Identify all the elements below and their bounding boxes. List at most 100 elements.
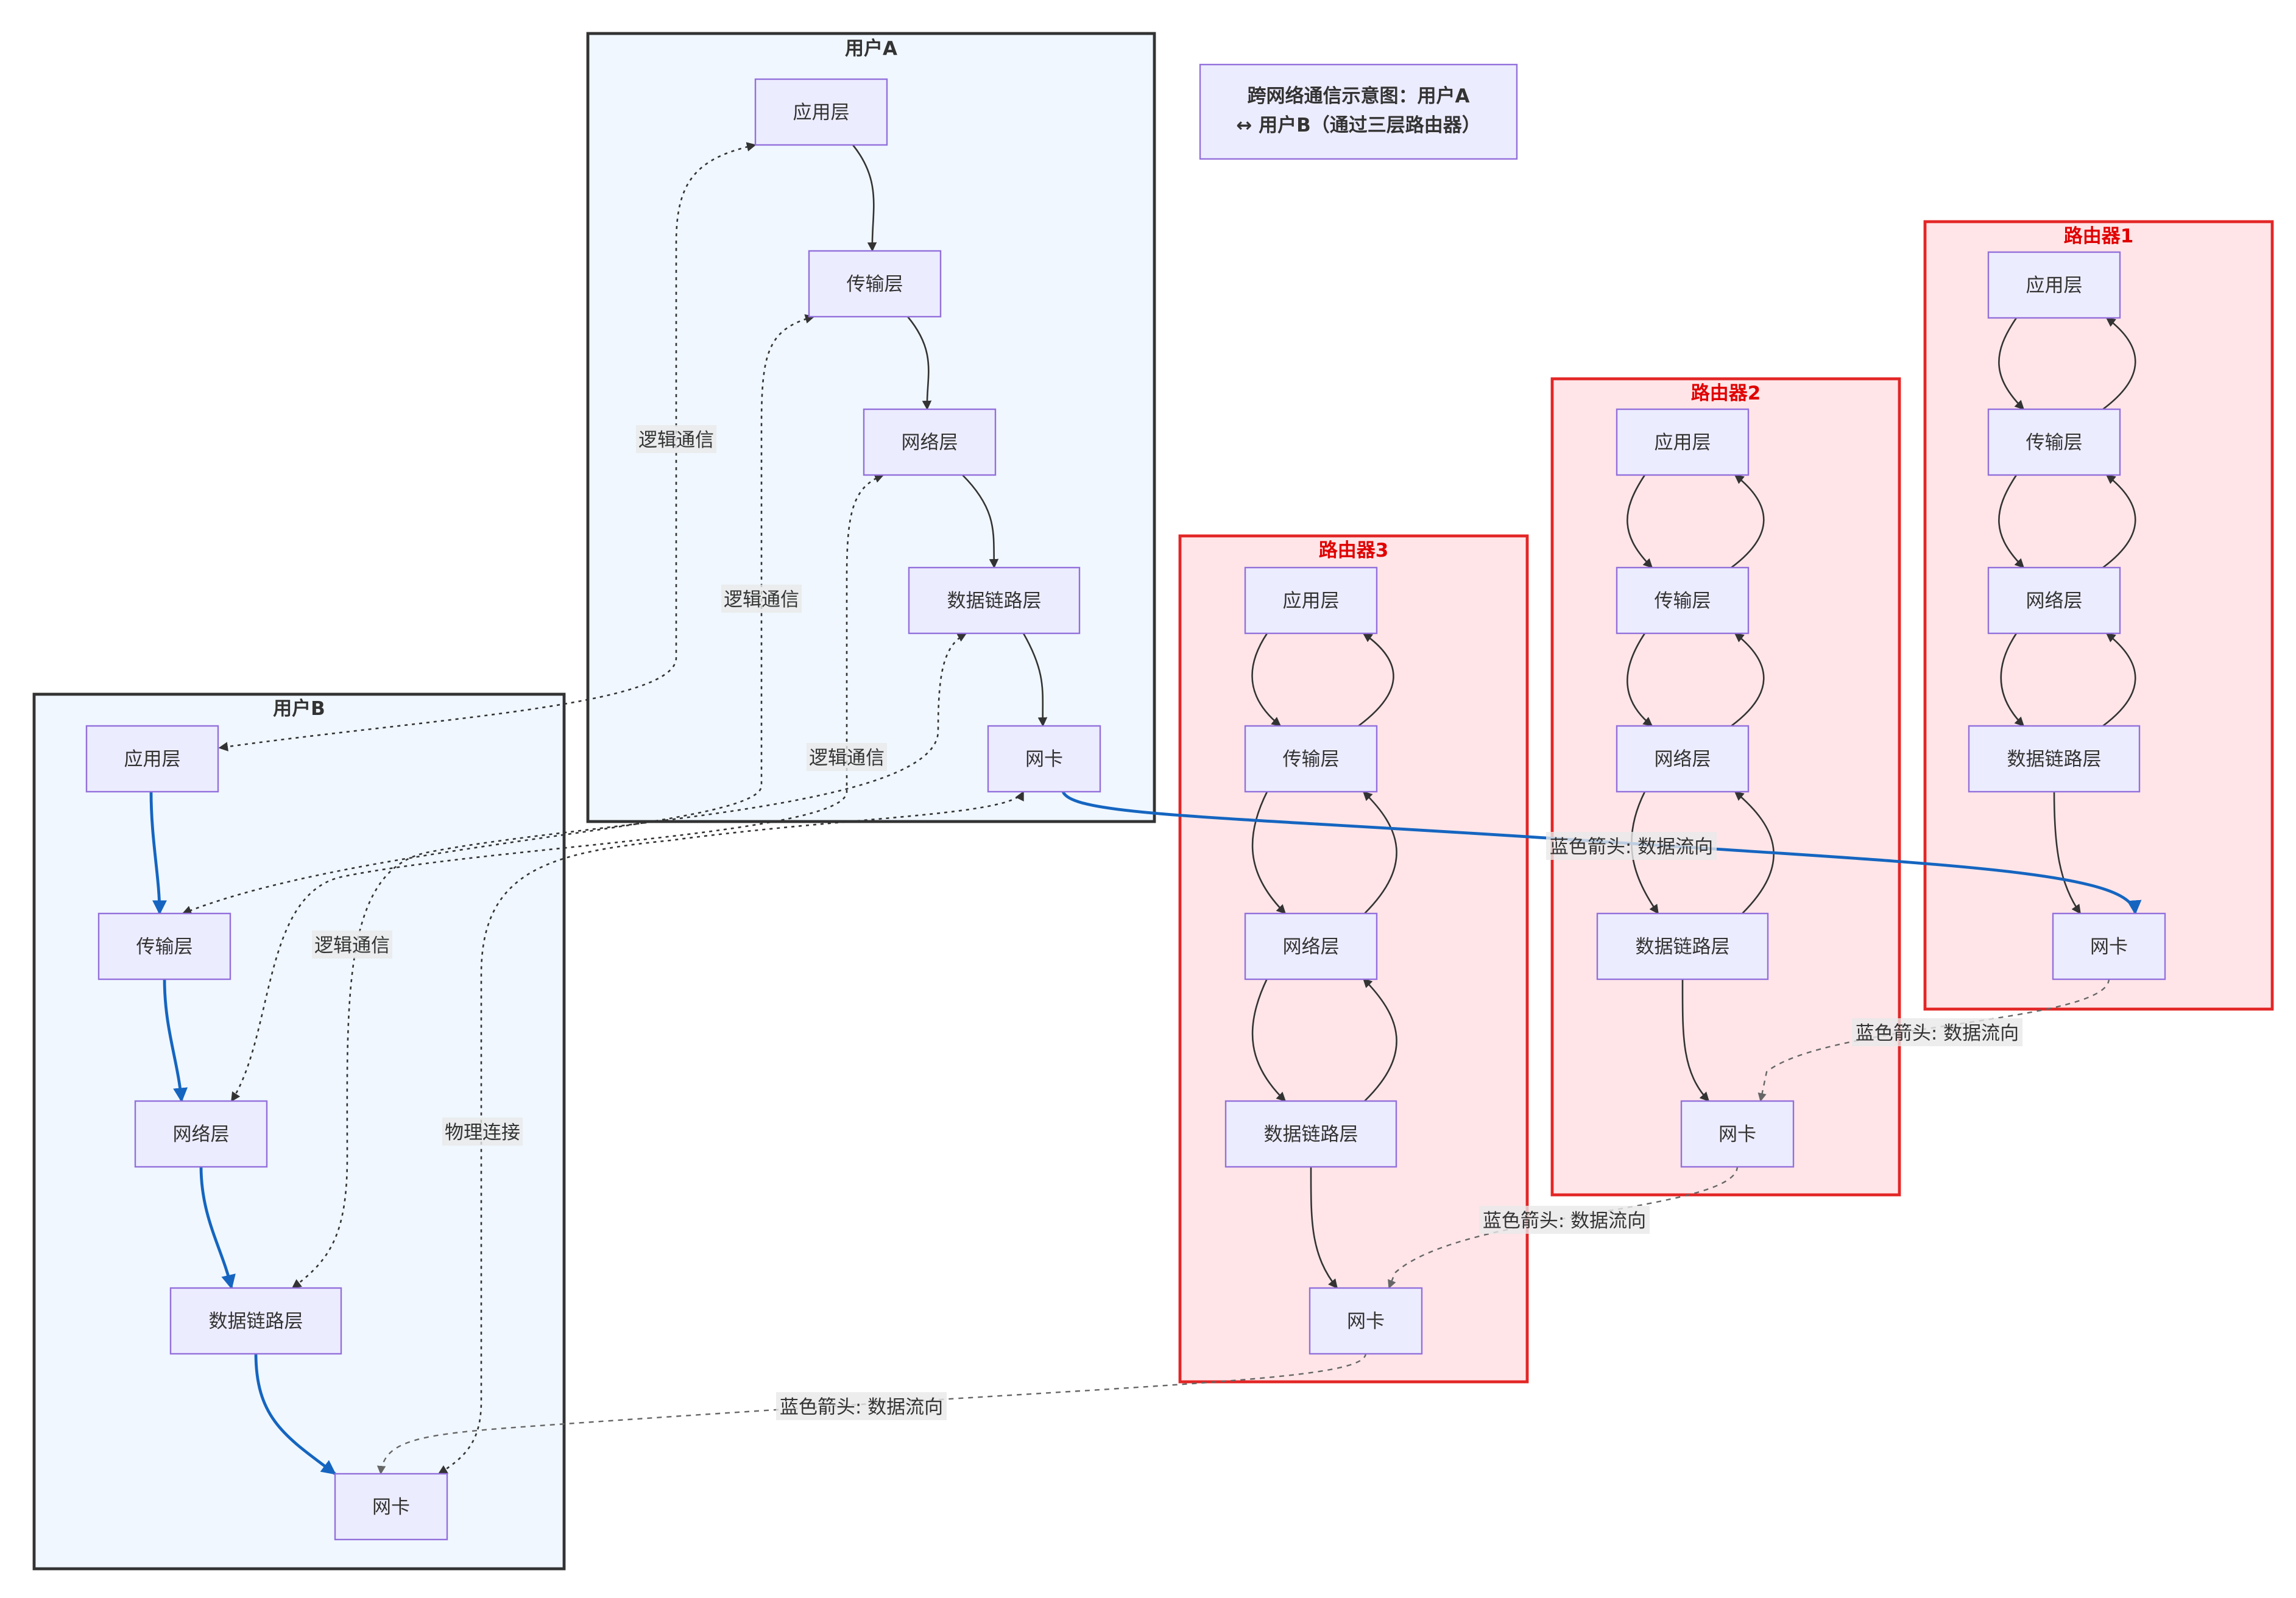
edge-r1-app-transport: [1998, 317, 2025, 410]
edge-a-datalink-nic: [1022, 633, 1048, 727]
node-r3-transport-label: 传输层: [1283, 748, 1340, 770]
edge-r3-nic-to-b-nic: [376, 1353, 1367, 1475]
edge-logical-app: [218, 142, 757, 751]
node-r1-transport-label: 传输层: [2026, 432, 2083, 454]
edges-user-b: [149, 791, 336, 1475]
node-b-app-label: 应用层: [124, 748, 181, 770]
node-a-transport: 传输层: [808, 250, 942, 318]
node-r2-app: 应用层: [1616, 408, 1750, 476]
node-r1-nic: 网卡: [2052, 912, 2166, 980]
node-r2-transport-label: 传输层: [1655, 590, 1711, 612]
node-r1-network: 网络层: [1987, 566, 2121, 635]
node-r1-datalink: 数据链路层: [1968, 725, 2141, 793]
cluster-title-router-3: 路由器3: [1319, 540, 1389, 561]
svg-text:逻辑通信: 逻辑通信: [638, 429, 714, 451]
edge-r3-transport-network: [1251, 791, 1287, 915]
edge-a-app-transport: [852, 144, 877, 252]
edge-r1-datalink-network: [2102, 632, 2136, 727]
cluster-title-router-2: 路由器2: [1691, 382, 1761, 404]
edge-r3-app-transport: [1251, 633, 1282, 727]
node-r3-network: 网络层: [1244, 912, 1378, 980]
node-b-network: 网络层: [134, 1100, 268, 1168]
edge-r2-datalink-network: [1734, 791, 1775, 914]
svg-text:物理连接: 物理连接: [445, 1122, 520, 1144]
node-b-network-label: 网络层: [173, 1124, 230, 1146]
node-r3-datalink-label: 数据链路层: [1264, 1124, 1358, 1146]
node-r2-datalink: 数据链路层: [1596, 912, 1769, 980]
edges-user-a: [852, 144, 1048, 727]
label-blue-flow-r1-r2: 蓝色箭头: 数据流向: [1852, 1018, 2022, 1046]
node-r3-app: 应用层: [1244, 566, 1378, 635]
node-a-network: 网络层: [863, 408, 997, 476]
node-r1-datalink-label: 数据链路层: [2007, 748, 2102, 770]
label-logical-transport: 逻辑通信: [721, 585, 802, 613]
node-a-transport-label: 传输层: [847, 273, 903, 295]
node-a-nic-label: 网卡: [1025, 748, 1063, 770]
note-line-1: 跨网络通信示意图：用户A: [1248, 85, 1470, 107]
svg-text:蓝色箭头: 数据流向: 蓝色箭头: 数据流向: [780, 1396, 943, 1418]
label-logical-app: 逻辑通信: [636, 425, 716, 453]
edge-r2-app-transport: [1627, 474, 1653, 569]
edge-r1-transport-network: [1998, 474, 2025, 569]
node-r2-nic-label: 网卡: [1718, 1124, 1756, 1146]
label-blue-flow-r2-r3: 蓝色箭头: 数据流向: [1479, 1206, 1650, 1234]
label-blue-flow-a-r1: 蓝色箭头: 数据流向: [1546, 832, 1717, 860]
svg-text:逻辑通信: 逻辑通信: [314, 935, 390, 957]
note-line-2: ↔ 用户B（通过三层路由器）: [1236, 114, 1480, 136]
edge-r3-network-transport: [1362, 790, 1397, 914]
svg-text:蓝色箭头: 数据流向: 蓝色箭头: 数据流向: [1483, 1210, 1646, 1232]
edge-r3-transport-app: [1358, 632, 1394, 727]
edge-r1-transport-app: [2102, 317, 2136, 410]
node-r3-network-label: 网络层: [1283, 936, 1340, 958]
node-a-datalink: 数据链路层: [908, 566, 1081, 635]
node-a-app-label: 应用层: [793, 102, 850, 124]
edge-a-transport-network: [907, 316, 932, 410]
label-blue-flow-r3-b: 蓝色箭头: 数据流向: [776, 1392, 947, 1420]
node-r2-nic: 网卡: [1680, 1100, 1795, 1168]
edge-r1-network-transport: [2102, 474, 2136, 569]
edge-b-transport-network: [163, 978, 188, 1103]
node-r3-nic-label: 网卡: [1347, 1311, 1385, 1332]
edge-b-app-transport: [149, 791, 167, 915]
edge-r3-network-datalink: [1251, 978, 1287, 1102]
edge-r2-transport-app: [1731, 474, 1765, 569]
node-a-app: 应用层: [754, 78, 888, 146]
label-logical-network: 逻辑通信: [807, 743, 887, 771]
edge-r2-datalink-nic: [1681, 978, 1710, 1102]
edges-router-1: [1998, 317, 2136, 915]
edge-a-network-datalink: [962, 474, 999, 569]
edge-r1-datalink-nic: [2053, 791, 2082, 915]
edge-b-network-datalink: [199, 1166, 236, 1290]
cluster-title-user-b: 用户B: [273, 698, 325, 720]
edges-logical: [182, 142, 1025, 1475]
node-r2-transport: 传输层: [1616, 566, 1750, 635]
node-r1-transport: 传输层: [1987, 408, 2121, 476]
edge-r3-datalink-network: [1362, 977, 1397, 1102]
diagram-note: 跨网络通信示意图：用户A ↔ 用户B（通过三层路由器）: [1199, 63, 1518, 160]
node-a-network-label: 网络层: [902, 432, 958, 454]
node-b-nic: 网卡: [334, 1473, 448, 1541]
node-r2-datalink-label: 数据链路层: [1636, 936, 1730, 958]
cluster-title-router-1: 路由器1: [2064, 225, 2134, 247]
svg-text:逻辑通信: 逻辑通信: [809, 747, 885, 769]
node-r2-network-label: 网络层: [1655, 748, 1711, 770]
node-r3-nic: 网卡: [1309, 1287, 1423, 1355]
edge-physical: [437, 790, 1025, 1475]
node-b-transport: 传输层: [97, 912, 231, 980]
node-a-datalink-label: 数据链路层: [947, 590, 1042, 612]
node-b-datalink: 数据链路层: [169, 1287, 342, 1355]
edges-router-3: [1251, 632, 1397, 1289]
node-b-app: 应用层: [85, 725, 219, 793]
node-r3-datalink: 数据链路层: [1224, 1100, 1397, 1168]
node-b-transport-label: 传输层: [136, 936, 193, 958]
edge-r2-transport-network: [1627, 633, 1653, 727]
label-logical-datalink: 逻辑通信: [312, 931, 392, 959]
edge-b-datalink-nic: [254, 1353, 336, 1475]
svg-text:蓝色箭头: 数据流向: 蓝色箭头: 数据流向: [1550, 836, 1713, 858]
label-physical: 物理连接: [442, 1118, 523, 1146]
node-r3-transport: 传输层: [1244, 725, 1378, 793]
node-b-nic-label: 网卡: [372, 1496, 410, 1518]
svg-text:蓝色箭头: 数据流向: 蓝色箭头: 数据流向: [1856, 1023, 2019, 1044]
node-r1-app-label: 应用层: [2026, 275, 2083, 297]
